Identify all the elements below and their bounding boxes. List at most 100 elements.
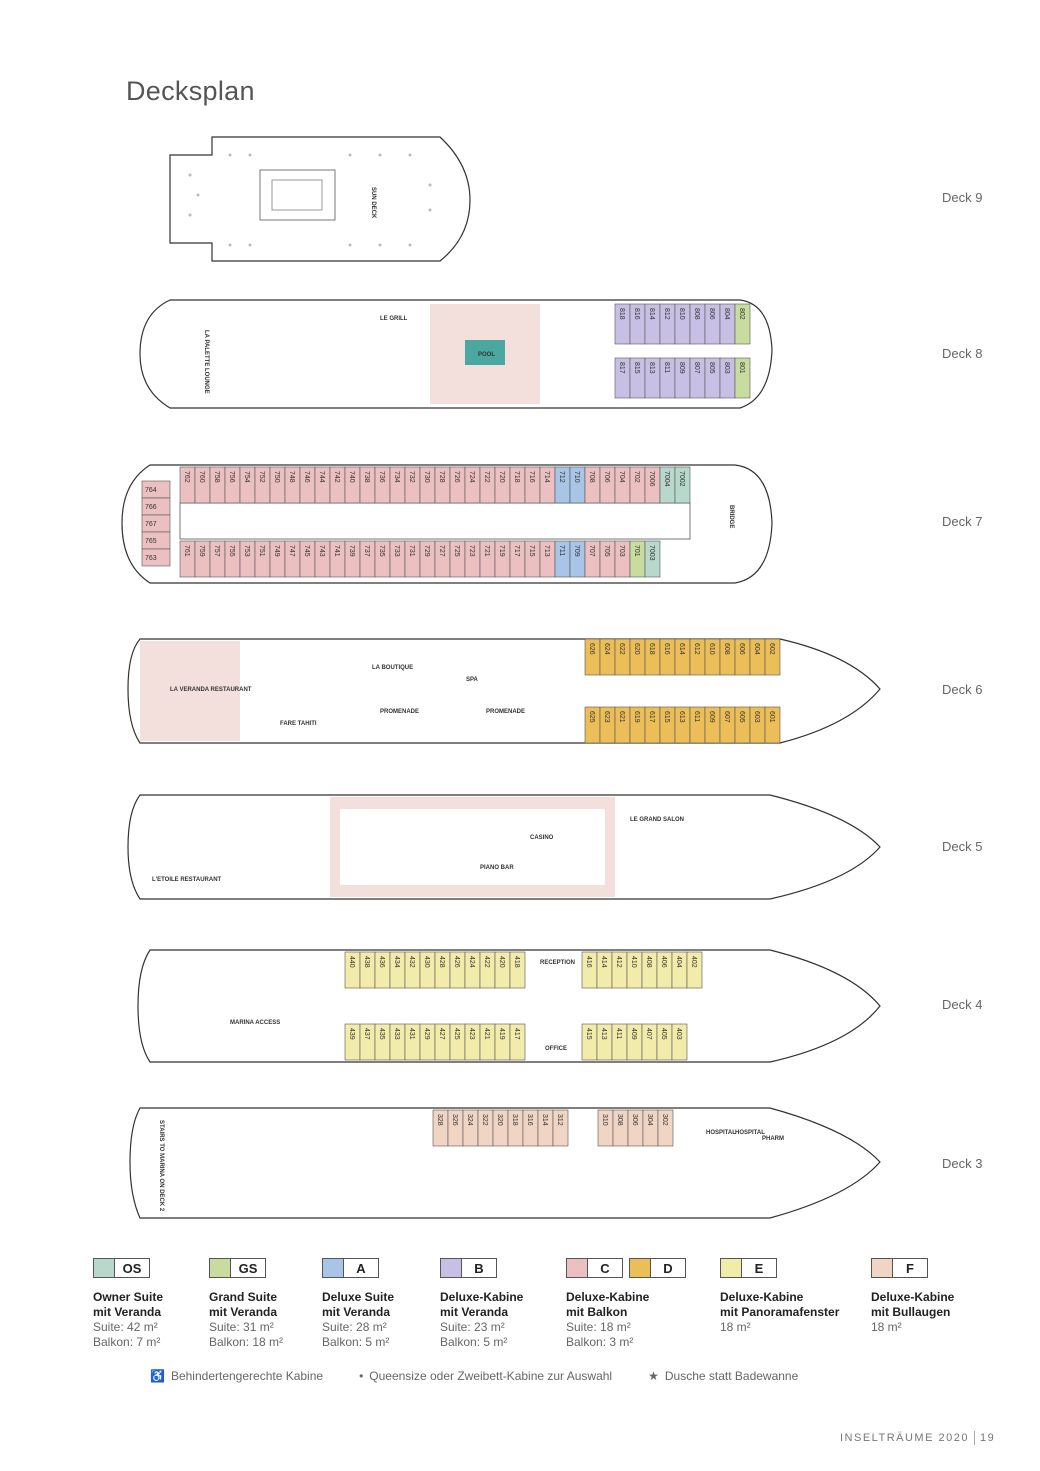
cabin-label-724: 724 (468, 471, 475, 483)
cabin-label-701: 701 (633, 545, 640, 557)
cabin-label-749: 749 (273, 545, 280, 557)
cabin-label-306: 306 (631, 1114, 638, 1126)
cabin-label-716: 716 (528, 471, 535, 483)
cabin-418[interactable] (509, 951, 526, 989)
cabin-label-722: 722 (483, 471, 490, 483)
la-boutique-label: LA BOUTIQUE (372, 665, 413, 671)
cabin-label-815: 815 (633, 362, 640, 374)
cabin-label-742: 742 (333, 471, 340, 483)
swatch-d: D (629, 1258, 686, 1278)
cabin-label-304: 304 (646, 1114, 653, 1126)
cabin-402[interactable] (686, 951, 703, 989)
cabin-label-432: 432 (408, 956, 415, 968)
cabin-label-610: 610 (708, 643, 715, 655)
cabin-label-320: 320 (496, 1114, 503, 1126)
cabin-label-818: 818 (618, 308, 625, 320)
cabin-7003[interactable] (644, 540, 661, 578)
cabin-601[interactable] (764, 706, 781, 744)
cabin-label-326: 326 (451, 1114, 458, 1126)
cabin-label-728: 728 (438, 471, 445, 483)
cabin-label-813: 813 (648, 362, 655, 374)
cabin-label-715: 715 (528, 545, 535, 557)
fare-tahiti-label: FARE TAHITI (280, 721, 317, 727)
cabin-label-758: 758 (213, 471, 220, 483)
hospital-label-1: HOSPITAL (706, 1130, 736, 1136)
cabin-label-601: 601 (768, 711, 775, 723)
cabin-label-312: 312 (556, 1114, 563, 1126)
le-grand-salon-label: LE GRAND SALON (630, 817, 684, 823)
cabin-label-411: 411 (615, 1028, 622, 1039)
cabin-312[interactable] (552, 1109, 569, 1147)
cabin-label-415: 415 (585, 1028, 592, 1040)
cabin-label-438: 438 (363, 956, 370, 968)
cabin-label-741: 741 (333, 545, 340, 557)
cabin-label-814: 814 (648, 308, 655, 320)
cabin-label-734: 734 (393, 471, 400, 483)
cabin-label-412: 412 (615, 956, 622, 968)
cabin-label-310: 310 (601, 1114, 608, 1126)
cabin-label-718: 718 (513, 471, 520, 483)
cabin-label-427: 427 (438, 1028, 445, 1040)
cabin-label-405: 405 (660, 1028, 667, 1040)
cabin-label-726: 726 (453, 471, 460, 483)
cabin-label-429: 429 (423, 1028, 430, 1040)
cabin-label-413: 413 (600, 1028, 607, 1040)
cabin-302[interactable] (657, 1109, 674, 1147)
cabin-label-622: 622 (618, 643, 625, 655)
cabin-label-7004: 7004 (663, 471, 670, 487)
deck-label-3: Deck 3 (942, 1156, 983, 1171)
cabin-label-735: 735 (378, 545, 385, 557)
cabin-801[interactable] (734, 357, 751, 399)
cabin-label-719: 719 (498, 545, 505, 557)
cabin-label-766: 766 (145, 504, 157, 511)
cabin-label-729: 729 (423, 545, 430, 557)
cabin-403[interactable] (671, 1023, 688, 1061)
cabin-label-7003: 7003 (648, 545, 655, 561)
swatch-os: OS (93, 1258, 150, 1278)
cabin-label-416: 416 (585, 956, 592, 968)
footer-brand: INSELTRÄUME 2020 (840, 1431, 969, 1444)
cabin-label-803: 803 (723, 362, 730, 374)
cabin-label-613: 613 (678, 711, 685, 723)
cabin-763[interactable] (141, 548, 171, 567)
cabin-label-439: 439 (348, 1028, 355, 1040)
cabin-label-419: 419 (498, 1028, 505, 1040)
bridge-label: BRIDGE (728, 505, 734, 528)
cabin-label-621: 621 (618, 711, 625, 723)
footnotes: ♿Behindertengerechte Kabine •Queensize o… (150, 1369, 798, 1383)
swatch-a: A (322, 1258, 379, 1278)
dot-icon: • (359, 1369, 364, 1383)
cabin-label-434: 434 (393, 956, 400, 968)
cabin-label-626: 626 (588, 643, 595, 655)
spa-label: SPA (466, 677, 479, 683)
cabin-7002[interactable] (674, 466, 691, 504)
cabin-label-754: 754 (243, 471, 250, 483)
cabin-label-706: 706 (603, 471, 610, 483)
cabin-label-763: 763 (145, 555, 157, 562)
cabin-label-403: 403 (675, 1028, 682, 1040)
casino-label: CASINO (530, 835, 554, 841)
cabin-802[interactable] (734, 303, 751, 345)
cabin-label-602: 602 (768, 643, 775, 655)
swatch-gs: GS (209, 1258, 266, 1278)
footnote-shower: ★Dusche statt Badewanne (648, 1369, 799, 1383)
cabin-label-426: 426 (453, 956, 460, 968)
cabin-label-424: 424 (468, 956, 475, 968)
cabin-602[interactable] (764, 638, 781, 676)
cabin-label-736: 736 (378, 471, 385, 483)
cabin-label-433: 433 (393, 1028, 400, 1040)
cabin-label-322: 322 (481, 1114, 488, 1126)
cabin-label-713: 713 (543, 545, 550, 557)
page-title: Decksplan (126, 76, 255, 106)
cabin-417[interactable] (509, 1023, 526, 1061)
cabin-label-440: 440 (348, 956, 355, 968)
stairs-marina-label: STAIRS TO MARINA ON DECK 2 (158, 1120, 164, 1212)
pool-label: POOL (478, 352, 495, 358)
cabin-label-435: 435 (378, 1028, 385, 1040)
office-label: OFFICE (545, 1046, 567, 1052)
